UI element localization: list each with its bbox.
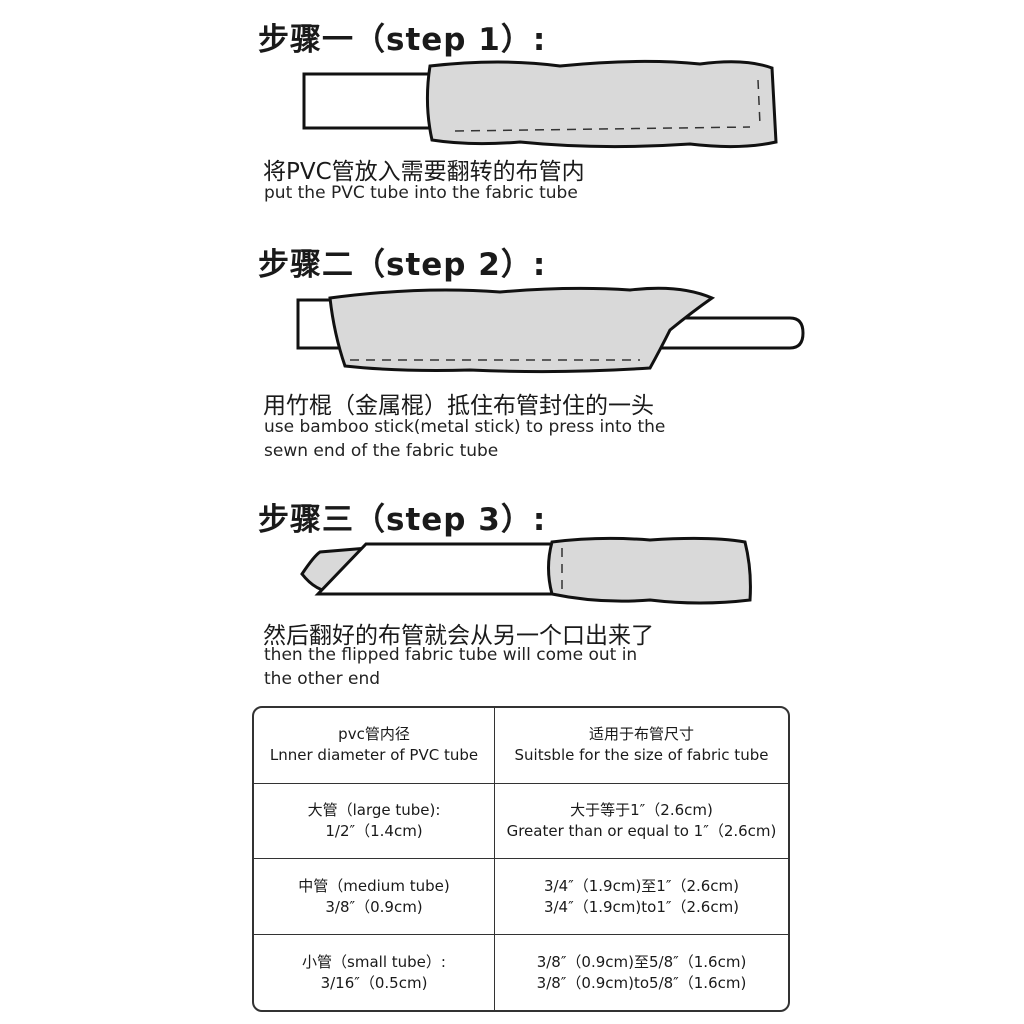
cell-line: 小管（small tube）: — [302, 952, 446, 971]
step-3-en: then the flipped fabric tube will come o… — [264, 643, 637, 691]
step-1-cn: 将PVC管放入需要翻转的布管内 — [263, 159, 585, 185]
table-row: 中管（medium tube) 3/8″（0.9cm) 3/4″（1.9cm)至… — [254, 858, 788, 936]
cell-line: 中管（medium tube) — [298, 876, 450, 895]
table-cell: 中管（medium tube) 3/8″（0.9cm) — [254, 858, 495, 936]
cell-line: 大管（large tube): — [307, 801, 441, 820]
step-2-title: 步骤二（step 2）: — [258, 247, 547, 283]
header-cn: 适用于布管尺寸 — [588, 725, 694, 744]
cell-line: Greater than or equal to 1″（2.6cm) — [506, 822, 777, 841]
step-1-en: put the PVC tube into the fabric tube — [264, 181, 578, 205]
table-header-row: pvc管内径 Lnner diameter of PVC tube 适用于布管尺… — [254, 708, 788, 784]
cell-line: 3/8″（0.9cm)至5/8″（1.6cm) — [536, 952, 747, 971]
table-cell: 3/4″（1.9cm)至1″（2.6cm) 3/4″（1.9cm)to1″（2.… — [494, 858, 788, 936]
table-cell: 大于等于1″（2.6cm) Greater than or equal to 1… — [494, 782, 788, 860]
fabric-tube — [425, 59, 778, 149]
table-header-right: 适用于布管尺寸 Suitsble for the size of fabric … — [494, 708, 788, 784]
header-cn: pvc管内径 — [338, 725, 410, 744]
table-header-left: pvc管内径 Lnner diameter of PVC tube — [254, 708, 495, 784]
step-3-en-line: then the flipped fabric tube will come o… — [264, 645, 638, 665]
table-row: 大管（large tube): 1/2″（1.4cm) 大于等于1″（2.6cm… — [254, 782, 788, 860]
cell-line: 3/8″（0.9cm) — [325, 897, 423, 916]
cell-line: 大于等于1″（2.6cm) — [570, 801, 713, 820]
step-3-title: 步骤三（step 3）: — [258, 502, 547, 538]
cell-line: 3/8″（0.9cm)to5/8″（1.6cm) — [536, 973, 747, 992]
table-cell: 3/8″（0.9cm)至5/8″（1.6cm) 3/8″（0.9cm)to5/8… — [494, 934, 788, 1010]
step-2-cn: 用竹棍（金属棍）抵住布管封住的一头 — [263, 393, 654, 419]
table-cell: 大管（large tube): 1/2″（1.4cm) — [254, 782, 495, 860]
header-en: Suitsble for the size of fabric tube — [514, 746, 769, 765]
header-en: Lnner diameter of PVC tube — [269, 746, 479, 765]
cell-line: 3/16″（0.5cm) — [320, 973, 428, 992]
step-3-cn: 然后翻好的布管就会从另一个口出来了 — [263, 623, 654, 649]
cell-line: 3/4″（1.9cm)至1″（2.6cm) — [543, 876, 740, 895]
step-1-en-line: put the PVC tube into the fabric tube — [264, 183, 578, 203]
pvc-tube — [302, 72, 436, 130]
cell-line: 3/4″（1.9cm)to1″（2.6cm) — [543, 897, 740, 916]
step-1-title: 步骤一（step 1）: — [258, 22, 547, 58]
step-2-en-line: use bamboo stick(metal stick) to press i… — [264, 417, 666, 437]
step-2-en-line: sewn end of the fabric tube — [264, 441, 499, 461]
fabric-tube — [547, 536, 752, 605]
step-3-en-line: the other end — [264, 669, 381, 689]
fabric-tube — [328, 286, 716, 374]
table-cell: 小管（small tube）: 3/16″（0.5cm) — [254, 934, 495, 1010]
seam-line — [454, 79, 761, 132]
table-row: 小管（small tube）: 3/16″（0.5cm) 3/8″（0.9cm)… — [254, 934, 788, 1010]
size-table: pvc管内径 Lnner diameter of PVC tube 适用于布管尺… — [252, 706, 790, 1012]
step-2-en: use bamboo stick(metal stick) to press i… — [264, 415, 665, 463]
cell-line: 1/2″（1.4cm) — [325, 822, 423, 841]
bamboo-stick — [638, 316, 805, 350]
